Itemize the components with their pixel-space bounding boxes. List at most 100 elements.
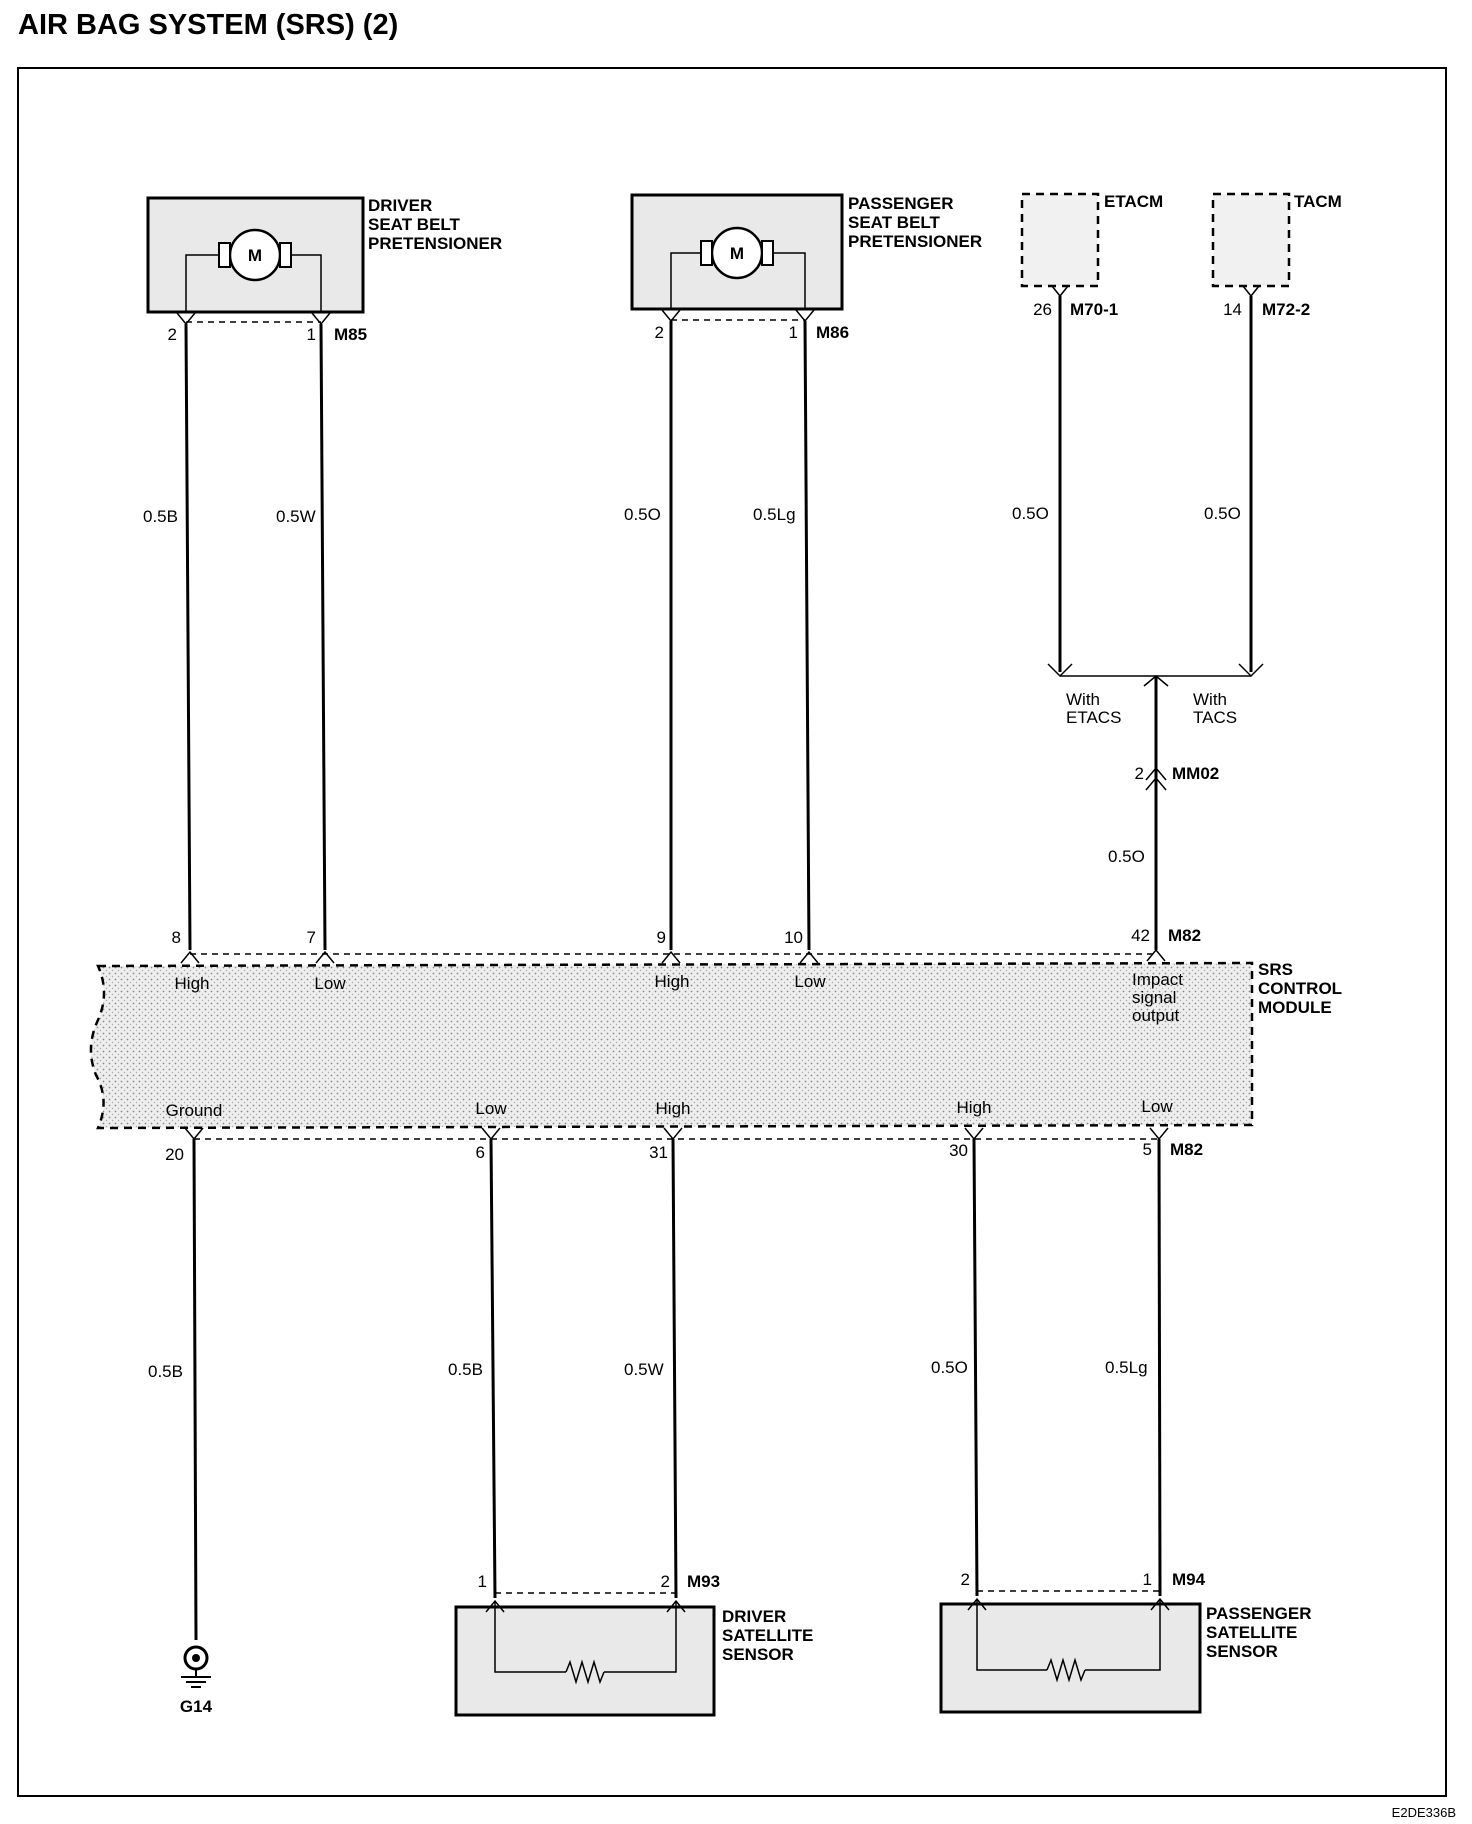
- diagram-title: AIR BAG SYSTEM (SRS) (2): [18, 9, 398, 41]
- wire-driver-sat-high: [671, 1138, 678, 1599]
- driver-sat-label-2: SATELLITE: [722, 1626, 813, 1645]
- connector-mm02: MM02: [1172, 764, 1219, 783]
- passenger-seat-belt-pretensioner: M PASSENGER SEAT BELT PRETENSIONER: [630, 193, 982, 311]
- option-etacs-2: ETACS: [1066, 708, 1121, 727]
- terminal-impact-1: Impact: [1132, 970, 1183, 989]
- srs-label-1: SRS: [1258, 960, 1293, 979]
- motor-label: M: [730, 244, 744, 263]
- pass-pret-label-1: PASSENGER: [848, 194, 954, 213]
- pin-m93-2: 2: [661, 1572, 670, 1591]
- motor-label: M: [248, 246, 262, 265]
- srs-label-3: MODULE: [1258, 998, 1332, 1017]
- driver-sat-label-1: DRIVER: [722, 1607, 786, 1626]
- driver-pret-label-2: SEAT BELT: [368, 215, 461, 234]
- pin-srs-8: 8: [172, 928, 181, 947]
- pin-m94-2: 2: [961, 1570, 970, 1589]
- wire-size-w4: 0.5Lg: [753, 505, 796, 524]
- pin-srs-5: 5: [1143, 1140, 1152, 1159]
- pin-srs-30: 30: [949, 1141, 968, 1160]
- wire-pass-sat-low: [1157, 1138, 1162, 1597]
- wire-size-w12: 0.5Lg: [1105, 1358, 1148, 1377]
- ground-g14: G14: [180, 1645, 213, 1716]
- etacm-module: [1020, 192, 1100, 288]
- pin-m86-2: 2: [655, 323, 664, 342]
- wire-size-w6: 0.5O: [1204, 504, 1241, 523]
- resistor-icon: [565, 1659, 605, 1685]
- wire-size-w8: 0.5B: [148, 1362, 183, 1381]
- passenger-satellite-sensor: PASSENGER SATELLITE SENSOR: [939, 1597, 1312, 1714]
- diagram-code: E2DE336B: [1392, 1805, 1456, 1820]
- connector-m82-bottom: M82: [1170, 1140, 1203, 1159]
- pin-srs-31: 31: [649, 1143, 668, 1162]
- resistor-icon: [1046, 1657, 1086, 1683]
- wire-pass-pret-low: [803, 320, 811, 951]
- pin-m85-1: 1: [307, 325, 316, 344]
- pin-m94-1: 1: [1143, 1570, 1152, 1589]
- ground-label: G14: [180, 1697, 213, 1716]
- connector-m85: M85: [334, 325, 367, 344]
- terminal-high-4: High: [957, 1098, 992, 1117]
- wire-size-w9: 0.5B: [448, 1360, 483, 1379]
- driver-satellite-sensor: DRIVER SATELLITE SENSOR: [454, 1599, 813, 1717]
- tacm-module: [1211, 192, 1291, 288]
- terminal-low-2: Low: [794, 972, 826, 991]
- pin-srs-20: 20: [165, 1145, 184, 1164]
- terminal-high-1: High: [175, 974, 210, 993]
- wire-driver-pret-low: [319, 323, 327, 951]
- srs-label-2: CONTROL: [1258, 979, 1342, 998]
- connector-m94: M94: [1172, 1570, 1206, 1589]
- terminal-low-4: Low: [1141, 1097, 1173, 1116]
- diagram-frame: [17, 67, 1447, 1797]
- wire-size-w10: 0.5W: [624, 1360, 664, 1379]
- etacm-label: ETACM: [1104, 192, 1163, 211]
- pass-sat-label-2: SATELLITE: [1206, 1623, 1297, 1642]
- driver-pret-label-3: PRETENSIONER: [368, 234, 502, 253]
- wire-size-w11: 0.5O: [931, 1358, 968, 1377]
- terminal-low-3: Low: [475, 1099, 507, 1118]
- terminal-impact-3: output: [1132, 1006, 1180, 1025]
- pin-srs-6: 6: [476, 1143, 485, 1162]
- wire-size-w5: 0.5O: [1012, 504, 1049, 523]
- pin-m72-14: 14: [1223, 300, 1242, 319]
- wire-size-w1: 0.5B: [143, 507, 178, 526]
- pin-srs-42: 42: [1131, 926, 1150, 945]
- wire-driver-sat-low: [489, 1138, 497, 1599]
- srs-control-module: [89, 961, 1254, 1130]
- terminal-impact-2: signal: [1132, 988, 1176, 1007]
- option-tacs-1: With: [1193, 690, 1227, 709]
- driver-sat-label-3: SENSOR: [722, 1645, 794, 1664]
- pin-m85-2: 2: [168, 325, 177, 344]
- connector-m70-1: M70-1: [1070, 300, 1118, 319]
- option-etacs-1: With: [1066, 690, 1100, 709]
- terminal-ground: Ground: [166, 1101, 223, 1120]
- terminal-high-2: High: [655, 972, 690, 991]
- terminal-high-3: High: [656, 1099, 691, 1118]
- option-tacs-2: TACS: [1193, 708, 1237, 727]
- connector-m72-2: M72-2: [1262, 300, 1310, 319]
- tacm-label: TACM: [1294, 192, 1342, 211]
- driver-pret-label-1: DRIVER: [368, 196, 432, 215]
- connector-m93: M93: [687, 1572, 720, 1591]
- pin-srs-7: 7: [307, 928, 316, 947]
- pass-pret-label-2: SEAT BELT: [848, 213, 941, 232]
- wire-driver-pret-high: [184, 323, 192, 951]
- pin-m93-1: 1: [478, 1572, 487, 1591]
- pass-pret-label-3: PRETENSIONER: [848, 232, 982, 251]
- connector-m82-top: M82: [1168, 926, 1201, 945]
- wire-size-w3: 0.5O: [624, 505, 661, 524]
- pin-m86-1: 1: [789, 323, 798, 342]
- wire-pass-sat-high: [972, 1138, 979, 1597]
- pin-m70-26: 26: [1033, 300, 1052, 319]
- driver-seat-belt-pretensioner: M DRIVER SEAT BELT PRETENSIONER: [146, 196, 502, 314]
- wire-size-w7: 0.5O: [1108, 847, 1145, 866]
- wire-size-w2: 0.5W: [276, 507, 316, 526]
- pass-sat-label-1: PASSENGER: [1206, 1604, 1312, 1623]
- pin-srs-9: 9: [657, 928, 666, 947]
- pass-sat-label-3: SENSOR: [1206, 1642, 1278, 1661]
- pin-mm02-2: 2: [1135, 764, 1144, 783]
- terminal-low-1: Low: [314, 974, 346, 993]
- connector-m86: M86: [816, 323, 849, 342]
- wire-ground: [192, 1138, 198, 1641]
- pin-srs-10: 10: [784, 928, 803, 947]
